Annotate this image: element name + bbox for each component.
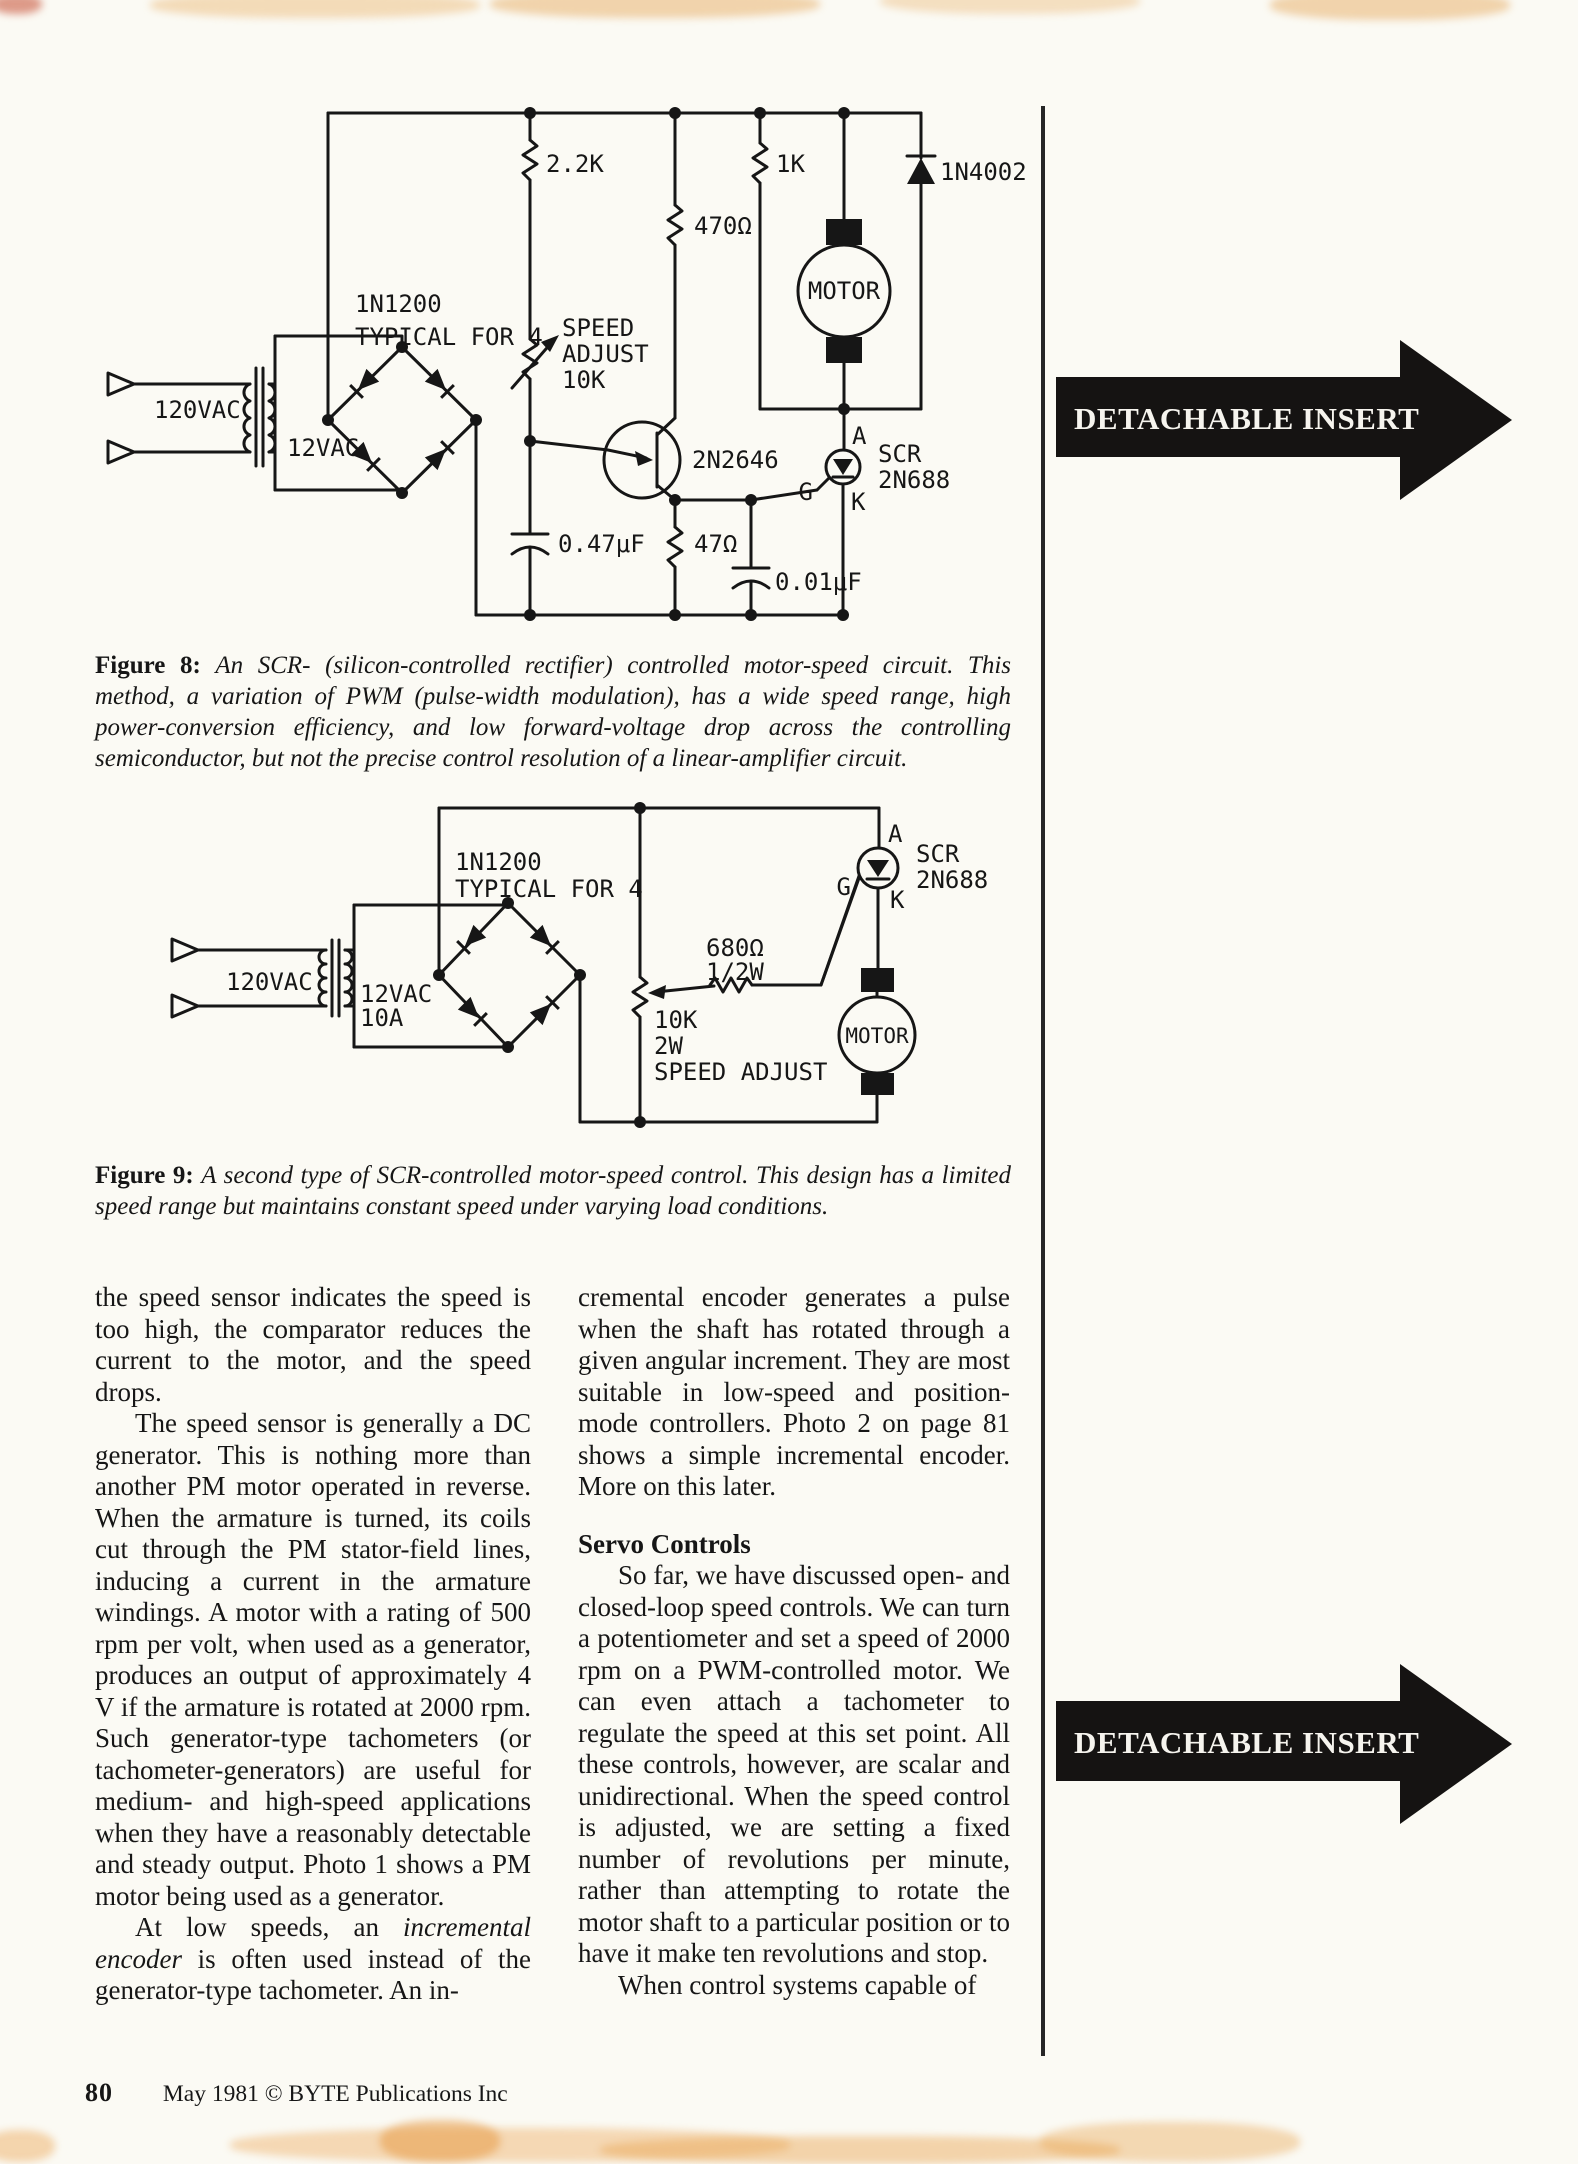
motor-label: MOTOR — [808, 277, 881, 305]
pot-label: SPEED — [562, 314, 634, 342]
anode-label: A — [852, 422, 867, 450]
figure-8-caption-label: Figure 8: — [95, 652, 201, 679]
scan-smudge — [0, 2130, 55, 2162]
figure-9-caption: Figure 9: A second type of SCR-controlle… — [95, 1160, 1011, 1222]
anode-label: A — [888, 820, 903, 848]
pot-label: 10K — [654, 1006, 698, 1034]
figure-9-caption-text: A second type of SCR-controlled motor-sp… — [95, 1162, 1012, 1220]
scan-smudge — [380, 2120, 500, 2162]
scan-smudge — [1270, 0, 1510, 20]
paragraph: When control systems capable of — [618, 1969, 977, 2000]
resistor-label: 470Ω — [694, 212, 752, 240]
resistor-label: 1/2W — [706, 958, 764, 986]
paragraph: So far, we have discussed open- and clos… — [578, 1560, 1010, 1968]
bridge-label: 1N1200 — [455, 848, 542, 876]
figure-8-schematic: 2.2K 1K 1N4002 470Ω MOTOR 1N1200 TYPICAL… — [106, 107, 1027, 621]
motor-label: MOTOR — [845, 1024, 909, 1048]
scan-smudge — [490, 0, 820, 18]
figure-8-caption: Figure 8: An SCR- (silicon-controlled re… — [95, 650, 1011, 774]
voltage-label: 12VAC — [287, 434, 359, 462]
pot-label: 10K — [562, 366, 606, 394]
voltage-label: 120VAC — [226, 968, 313, 996]
pot-label: ADJUST — [562, 340, 649, 368]
transistor-label: 2N2646 — [692, 446, 779, 474]
resistor-label: 47Ω — [694, 530, 737, 558]
current-label: 10A — [360, 1004, 404, 1032]
scan-smudge — [600, 2136, 1120, 2164]
figure-8-wires — [106, 111, 937, 617]
capacitor-label: 0.47μF — [558, 530, 645, 558]
figure-9-wires — [170, 806, 917, 1124]
arrow-right-icon — [1056, 1664, 1512, 1824]
pot-label: 2W — [654, 1032, 683, 1060]
banner-label: DETACHABLE INSERT — [1074, 1725, 1419, 1760]
scan-smudge — [150, 0, 480, 18]
bridge-label: TYPICAL FOR 4 — [455, 875, 643, 903]
paragraph: At low speeds, an incremental encoder is… — [95, 1912, 531, 2007]
figure-9-caption-label: Figure 9: — [95, 1162, 194, 1189]
gate-label: G — [837, 873, 851, 901]
figure-9-components — [433, 802, 894, 1128]
scr-label: SCR — [916, 840, 960, 868]
pot-label: SPEED ADJUST — [654, 1058, 827, 1086]
figure-8-components — [322, 107, 935, 621]
scr-label: SCR — [878, 440, 922, 468]
detachable-insert-banner-top: DETACHABLE INSERT — [1056, 340, 1512, 500]
scr-label: 2N688 — [916, 866, 988, 894]
voltage-label: 12VAC — [360, 980, 432, 1008]
page-footer: 80 May 1981 © BYTE Publications Inc — [85, 2078, 508, 2108]
scan-smudge — [230, 2128, 790, 2162]
resistor-label: 2.2K — [546, 150, 604, 178]
paragraph-text: is often used instead of the generator-t… — [95, 1943, 531, 2006]
resistor-label: 1K — [776, 150, 805, 178]
bridge-label: TYPICAL FOR 4 — [355, 323, 543, 351]
column-rule — [1041, 106, 1045, 2056]
paragraph-text: At low speeds, an — [135, 1912, 404, 1942]
cathode-label: K — [890, 886, 905, 914]
scan-smudge-red — [0, 0, 42, 14]
left-column: the speed sensor indicates the speed is … — [95, 1282, 531, 2007]
paragraph: The speed sensor is generally a DC gener… — [95, 1408, 531, 1911]
banner-label: DETACHABLE INSERT — [1074, 401, 1419, 436]
voltage-label: 120VAC — [154, 396, 241, 424]
page-number: 80 — [85, 2078, 113, 2107]
paragraph-italic: incremental encoder — [95, 1912, 531, 1974]
bridge-label: 1N1200 — [355, 290, 442, 318]
scan-smudge — [1040, 2122, 1300, 2162]
figure-9-schematic: 1N1200 TYPICAL FOR 4 SCR 2N688 A G K 680… — [170, 802, 988, 1128]
right-column: cremental encoder generates a pulse when… — [578, 1282, 1010, 2001]
footer-text: May 1981 © BYTE Publications Inc — [162, 2081, 508, 2107]
figure-8-caption-text: An SCR- (silicon-controlled rectifier) c… — [95, 652, 1012, 772]
capacitor-label: 0.01μF — [775, 568, 862, 596]
paragraph: the speed sensor indicates the speed is … — [95, 1282, 531, 1407]
paragraph: cremental encoder generates a pulse when… — [578, 1282, 1010, 1501]
scr-label: 2N688 — [878, 466, 950, 494]
gate-label: G — [799, 478, 813, 506]
detachable-insert-banner-bottom: DETACHABLE INSERT — [1056, 1664, 1512, 1824]
scan-smudge — [880, 0, 1140, 14]
resistor-label: 680Ω — [706, 934, 764, 962]
section-heading: Servo Controls — [578, 1528, 751, 1559]
cathode-label: K — [851, 488, 866, 516]
diode-label: 1N4002 — [940, 158, 1027, 186]
arrow-right-icon — [1056, 340, 1512, 500]
